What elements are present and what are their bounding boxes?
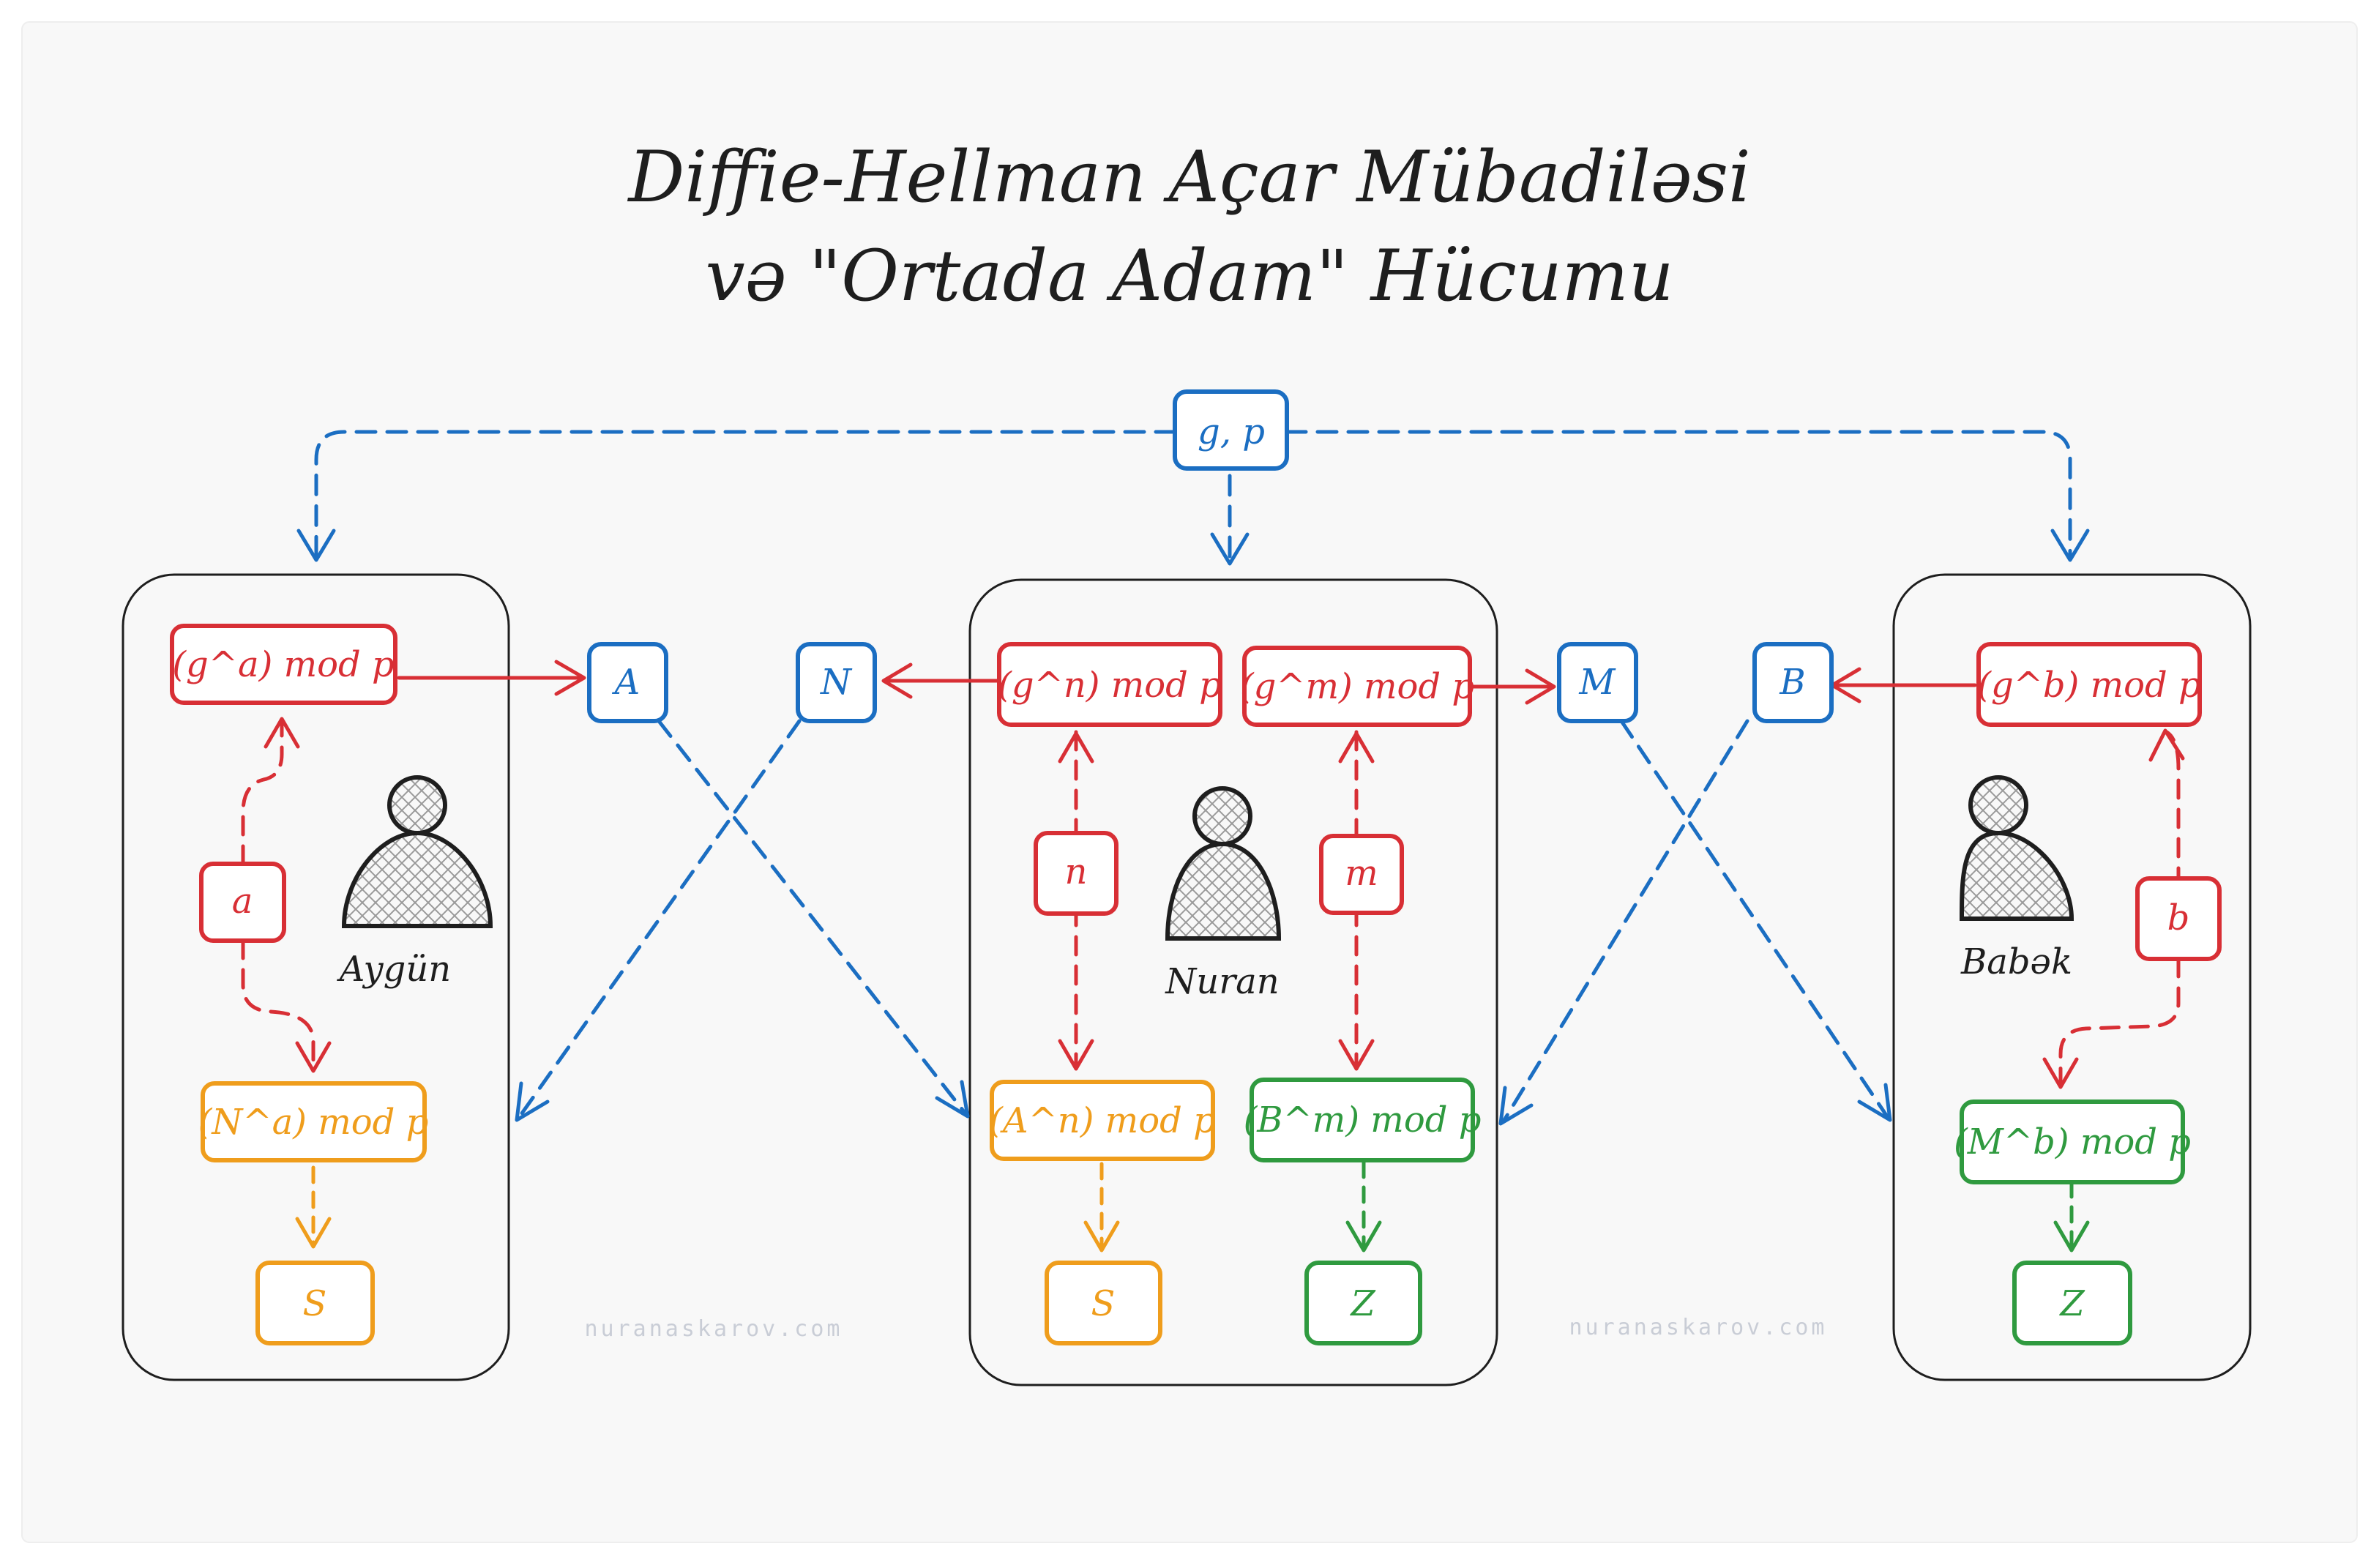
diagram-title-line-1: Diffie-Hellman Açar Mübadiləsi <box>627 136 1750 218</box>
nuran-name: Nuran <box>1165 961 1279 1002</box>
aygun-public-calc-box <box>170 624 397 705</box>
aygun-secret-down-line <box>241 938 315 1071</box>
babek-name: Babək <box>1960 941 2072 982</box>
babek-secret-up-arrowhead <box>2148 728 2185 762</box>
babek-person-icon <box>1959 775 2074 921</box>
value-m-label: M <box>1578 662 1616 703</box>
aygun-secret-up-line <box>241 719 284 866</box>
value-a-label: A <box>612 662 640 703</box>
aygun-public-calc-label: (g^a) mod p <box>172 644 394 685</box>
aygun-secret-down-arrowhead <box>295 1041 332 1073</box>
aygun-name: Aygün <box>337 949 451 990</box>
nuran-shared-key-z-box <box>1304 1261 1422 1345</box>
intercept-b-to-nuran-line <box>1502 719 1749 1122</box>
nuran-person-icon <box>1165 786 1282 941</box>
babek-shared-calc-box <box>1960 1100 2185 1184</box>
nuran-secret-n-label: n <box>1065 851 1088 892</box>
babek-result-arrowhead <box>2053 1220 2090 1252</box>
nuran-send-m-arrowhead <box>1525 668 1556 705</box>
diagram-title-line-2: və "Ortada Adam" Hücumu <box>705 235 1673 317</box>
watermark-left: nuranaskarov.com <box>585 1316 843 1342</box>
babek-secret-box <box>2135 876 2222 961</box>
intercept-a-to-nuran-line <box>657 719 967 1115</box>
gp-arrowhead-aygun <box>296 529 336 562</box>
nuran-shared-calc-a-box <box>990 1080 1215 1161</box>
gp-arrowhead-babek <box>2050 529 2090 562</box>
gp-box <box>1173 389 1289 471</box>
nuran-secret-n-arrowhead-up <box>1058 731 1094 764</box>
babek-shared-calc-label: (M^b) mod p <box>1954 1121 2191 1162</box>
nuran-shared-key-s-box <box>1045 1261 1162 1345</box>
intercept-m-arrowhead <box>1857 1083 1892 1122</box>
nuran-panel <box>968 578 1498 1386</box>
aygun-secret-up-arrowhead <box>264 717 300 749</box>
aygun-shared-calc-label: (N^a) mod p <box>198 1102 429 1143</box>
nuran-secret-n-arrowhead-down <box>1058 1039 1094 1071</box>
value-a-box <box>587 642 668 723</box>
nuran-shared-calc-a-label: (A^n) mod p <box>989 1100 1216 1141</box>
babek-secret-label: b <box>2167 897 2190 938</box>
babek-secret-down-arrowhead <box>2042 1057 2079 1089</box>
nuran-shared-calc-b-label: (B^m) mod p <box>1244 1100 1482 1140</box>
watermark-right: nuranaskarov.com <box>1569 1315 1828 1340</box>
aygun-person-icon <box>341 775 493 928</box>
babek-public-calc-label: (g^b) mod p <box>1977 665 2201 706</box>
nuran-shared-key-z-label: Z <box>1349 1283 1376 1324</box>
aygun-secret-box <box>199 862 286 943</box>
nuran-shared-calc-b-box <box>1250 1078 1475 1162</box>
gp-arrowhead-nuran <box>1210 532 1250 566</box>
gp-to-babek-line <box>1285 430 2072 559</box>
intercept-n-to-aygun-line <box>518 719 802 1119</box>
gp-label: g, p <box>1198 411 1265 452</box>
nuran-shared-key-s-label: S <box>1091 1283 1116 1324</box>
nuran-public-calc-n-label: (g^n) mod p <box>998 665 1222 706</box>
nuran-secret-m-box <box>1319 834 1404 915</box>
nuran-secret-n-box <box>1034 831 1118 916</box>
nuran-result-z-arrowhead <box>1345 1220 1382 1252</box>
nuran-secret-m-arrowhead-up <box>1338 731 1375 764</box>
value-b-label: B <box>1779 662 1805 703</box>
nuran-secret-m-arrowhead-down <box>1338 1039 1375 1071</box>
nuran-secret-m-label: m <box>1345 853 1378 894</box>
aygun-secret-label: a <box>232 881 253 922</box>
nuran-public-calc-m-label: (g^m) mod p <box>1240 666 1474 707</box>
intercept-b-arrowhead <box>1498 1086 1534 1126</box>
gp-to-aygun-line <box>314 430 1177 559</box>
babek-secret-down-line <box>2058 957 2181 1086</box>
nuran-result-s-arrowhead <box>1083 1220 1120 1252</box>
value-b-box <box>1752 642 1834 723</box>
babek-public-calc-box <box>1976 642 2202 727</box>
babek-shared-key-box <box>2012 1261 2132 1345</box>
intercept-n-arrowhead <box>515 1081 550 1122</box>
aygun-result-arrowhead <box>295 1217 332 1249</box>
nuran-public-calc-n-box <box>997 642 1222 727</box>
intercept-a-arrowhead <box>935 1080 970 1119</box>
aygun-send-arrowhead <box>554 660 586 696</box>
nuran-public-calc-m-box <box>1242 646 1472 727</box>
aygun-shared-key-box <box>255 1261 375 1345</box>
value-m-box <box>1557 642 1638 723</box>
aygun-shared-calc-box <box>201 1081 427 1162</box>
nuran-send-n-arrowhead <box>881 662 913 699</box>
intercept-m-to-babek-line <box>1619 719 1889 1119</box>
aygun-shared-key-label: S <box>303 1283 327 1324</box>
babek-shared-key-label: Z <box>2058 1283 2085 1324</box>
value-n-box <box>796 642 877 723</box>
value-n-label: N <box>820 662 853 703</box>
